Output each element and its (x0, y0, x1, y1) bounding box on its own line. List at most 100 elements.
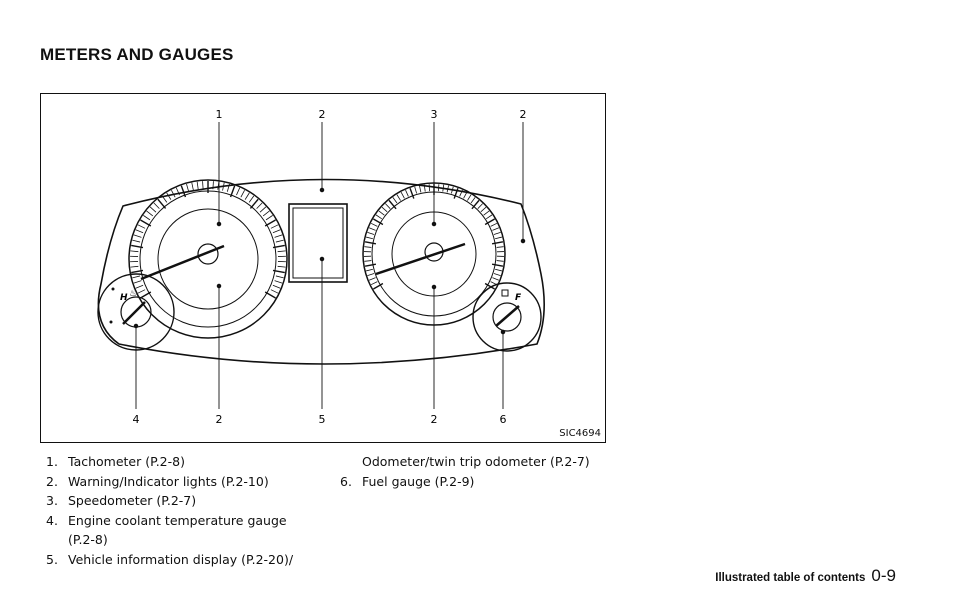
dial-tick (180, 185, 187, 198)
dial-tick (467, 194, 472, 201)
list-item-continued: Odometer/twin trip odometer (P.2-7) (362, 454, 590, 469)
dial-tick (186, 183, 190, 192)
dial-tick (277, 250, 286, 253)
dial-tick (133, 234, 142, 238)
dial-tick (270, 289, 279, 294)
callout-top: 1 (216, 108, 223, 121)
cluster-housing (97, 178, 545, 365)
instrument-cluster-figure: H ♨ (40, 93, 606, 443)
tachometer-ticks (130, 181, 286, 299)
dial-tick (130, 250, 139, 253)
dial-tick (264, 219, 276, 227)
dial-tick (135, 229, 144, 234)
dial-tick (419, 185, 422, 193)
dial-tick (143, 215, 151, 221)
dial-tick (373, 218, 384, 226)
dial-tick (157, 198, 167, 209)
dial-tick (212, 181, 214, 190)
callout-leaders (133, 122, 526, 409)
figure-id: SIC4694 (559, 428, 601, 439)
dial-tick (442, 184, 445, 192)
dial-tick (133, 280, 142, 284)
dial-tick (486, 214, 493, 220)
page-number: 0-9 (871, 566, 896, 585)
dial-tick (495, 236, 503, 240)
dial-tick (132, 275, 141, 279)
dial-tick (423, 184, 426, 192)
coolant-icon: ♨ (129, 289, 137, 299)
dial-tick (191, 182, 194, 191)
dial-tick (272, 269, 285, 274)
dial-tick (368, 277, 376, 281)
dial-tick (492, 227, 500, 231)
page-footer: Illustrated table of contents 0-9 (715, 566, 896, 586)
dial-tick (409, 187, 415, 199)
dial-tick (222, 182, 225, 191)
fuel-gauge: F (472, 282, 542, 352)
dial-tick (264, 291, 276, 299)
list-item: 3.Speedometer (P.2-7) (46, 493, 197, 508)
callout-bottom: 6 (500, 413, 507, 426)
fuel-full-mark: F (515, 293, 522, 303)
dial-tick (240, 189, 245, 198)
footer-title: Illustrated table of contents (715, 572, 866, 584)
dial-tick (171, 189, 176, 198)
coolant-hot-mark: H (120, 293, 128, 303)
dial-tick (381, 206, 388, 213)
dial-tick (492, 277, 500, 281)
dial-tick (277, 265, 286, 268)
dial-tick (370, 281, 378, 286)
dial-tick (480, 206, 487, 213)
dial-tick (496, 246, 504, 248)
dial-tick (450, 186, 454, 194)
dial-tick (130, 265, 139, 268)
dial-tick (484, 218, 495, 226)
dial-tick (368, 227, 376, 231)
dial-tick (470, 197, 476, 204)
dial-tick (202, 181, 204, 190)
dial-tick (490, 222, 498, 227)
dial-tick (272, 284, 281, 289)
dial-tick (244, 192, 250, 200)
dial-tick (226, 183, 230, 192)
dial-tick (388, 199, 397, 210)
list-item: 2.Warning/Indicator lights (P.2-10) (46, 473, 269, 489)
dial-tick (484, 282, 495, 290)
dial-tick (365, 268, 373, 272)
dial-tick (274, 280, 283, 284)
dial-tick (249, 198, 259, 209)
tachometer (128, 179, 288, 339)
legend-list-left: 1.Tachometer (P.2-8) 2.Warning/Indicator… (46, 452, 331, 569)
dial-tick (471, 199, 480, 210)
instrument-cluster-illustration: H ♨ (97, 108, 545, 426)
dial-tick (149, 206, 157, 213)
dial-tick (275, 239, 284, 243)
dial-tick (364, 241, 377, 245)
dial-tick (196, 181, 199, 190)
dial-tick (131, 244, 144, 249)
list-item: 5.Vehicle information display (P.2-20)/ (46, 551, 294, 567)
dial-tick (137, 289, 146, 294)
dial-tick (248, 195, 255, 203)
dial-tick (477, 203, 483, 209)
callout-bottom: 2 (216, 413, 223, 426)
callout-top: 2 (520, 108, 527, 121)
callout-top: 2 (319, 108, 326, 121)
dial-tick (396, 194, 401, 201)
dial-tick (259, 206, 267, 213)
list-item: 6.Fuel gauge (P.2-9) (340, 473, 475, 489)
dial-tick (392, 197, 398, 204)
dial-tick (153, 202, 160, 209)
dial-tick (483, 210, 490, 216)
dial-tick (364, 263, 377, 267)
dial-tick (375, 214, 382, 220)
dial-tick (140, 291, 152, 299)
dial-tick (132, 239, 141, 243)
dial-tick (405, 189, 409, 197)
dial-tick (272, 229, 281, 234)
list-item: 1.Tachometer (P.2-8) (46, 454, 185, 469)
dial-tick (236, 187, 241, 196)
dial-tick (373, 282, 384, 290)
dial-tick (175, 187, 180, 196)
dial-tick (493, 231, 501, 235)
